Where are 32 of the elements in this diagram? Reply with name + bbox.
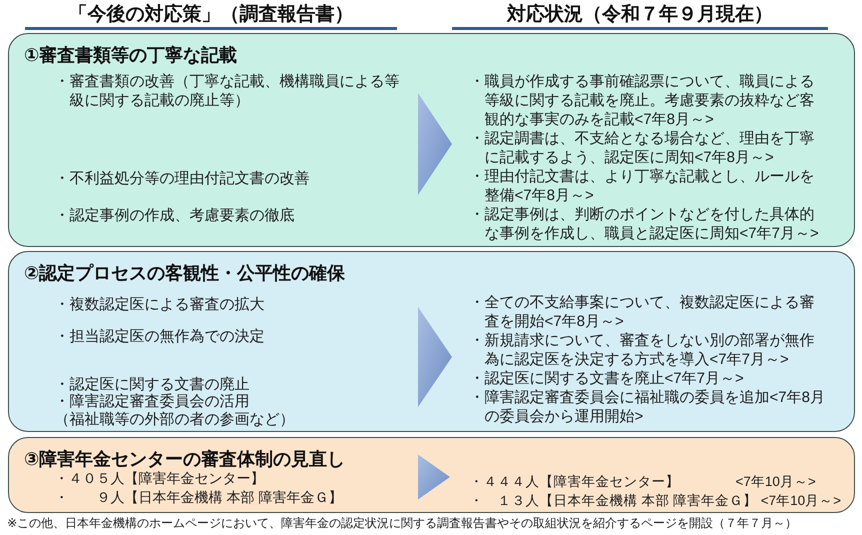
column-heading: 対応状況（令和７年９月現在） xyxy=(507,3,773,26)
bullet-text: ・認定事例は、判断のポイントなどを付した具体的な事例を作成し、職員と認定医に周知<7年7月～> xyxy=(470,204,820,242)
bullet-text: ・４０５人【障害年金センター】 xyxy=(54,468,264,488)
section-heading: ③障害年金センターの審査体制の見直し xyxy=(24,448,346,470)
bullet-text: ・不利益処分等の理由付記文書の改善 xyxy=(54,168,310,188)
chevron-arrow xyxy=(418,93,452,195)
bullet-text: ・全ての不支給事案について、複数認定医による審査を開始<7年8月～> xyxy=(470,292,816,330)
section-panel xyxy=(8,33,855,247)
bullet-text: ・障害認定審査委員会に福祉職の委員を追加<7年8月の委員会から運用開始> xyxy=(470,388,826,426)
bullet-text: ・障害認定審査委員会の活用 xyxy=(54,392,250,410)
bullet-text: ・担当認定医の無作為での決定 xyxy=(54,326,264,346)
bullet-text: ・理由付記文書は、より丁寧な記載とし、ルールを整備<7年8月～> xyxy=(470,166,816,204)
bullet-text: （福祉職等の外部の者の参画など） xyxy=(54,410,294,428)
section-panel xyxy=(8,437,855,513)
section-heading: ②認定プロセスの客観性・公平性の確保 xyxy=(24,262,346,284)
bullet-text: ・職員が作成する事前確認票について、職員による等級に関する記載を廃止。考慮要素の抜粋など客観的な事実のみを記載<7年8月～> xyxy=(470,72,816,128)
bullet-text: ・ ９人【日本年金機構 本部 障害年金Ｇ】 xyxy=(54,488,342,506)
bullet-text: ・認定事例の作成、考慮要素の徹底 xyxy=(54,206,294,224)
bullet-text: ・認定医に関する文書を廃止<7年7月～> xyxy=(470,368,744,388)
bullet-text: ・新規請求について、審査をしない別の部署が無作為に認定医を決定する方式を導入<7年7月～> xyxy=(470,330,816,368)
chevron-arrow xyxy=(418,307,452,407)
chevron-arrow xyxy=(418,454,450,500)
bullet-text: ・認定医に関する文書の廃止 xyxy=(54,374,250,393)
bullet-text: ・認定調書は、不支給となる場合など、理由を丁寧に記載するよう、認定医に周知<7年8月～> xyxy=(470,128,816,166)
bullet-text: ・ １３人【日本年金機構 本部 障害年金Ｇ】 <7年10月～> xyxy=(470,492,842,510)
section-heading: ①審査書類等の丁寧な記載 xyxy=(24,44,238,66)
footnote: ※この他、日本年金機構のホームページにおいて、障害年金の認定状況に関する調査報告書やその取組状況を紹介するページを開設（７年７月～） xyxy=(7,515,798,531)
column-heading: 「今後の対応策」（調査報告書） xyxy=(68,3,354,26)
bullet-text: ・審査書類の改善（丁寧な記載、機構職員による等級に関する記載の廃止等） xyxy=(54,72,400,110)
bullet-text: ・複数認定医による審査の拡大 xyxy=(54,294,264,314)
bullet-text: ・４４４人【障害年金センター】 <7年10月～> xyxy=(470,472,816,490)
section-panel xyxy=(8,251,855,432)
